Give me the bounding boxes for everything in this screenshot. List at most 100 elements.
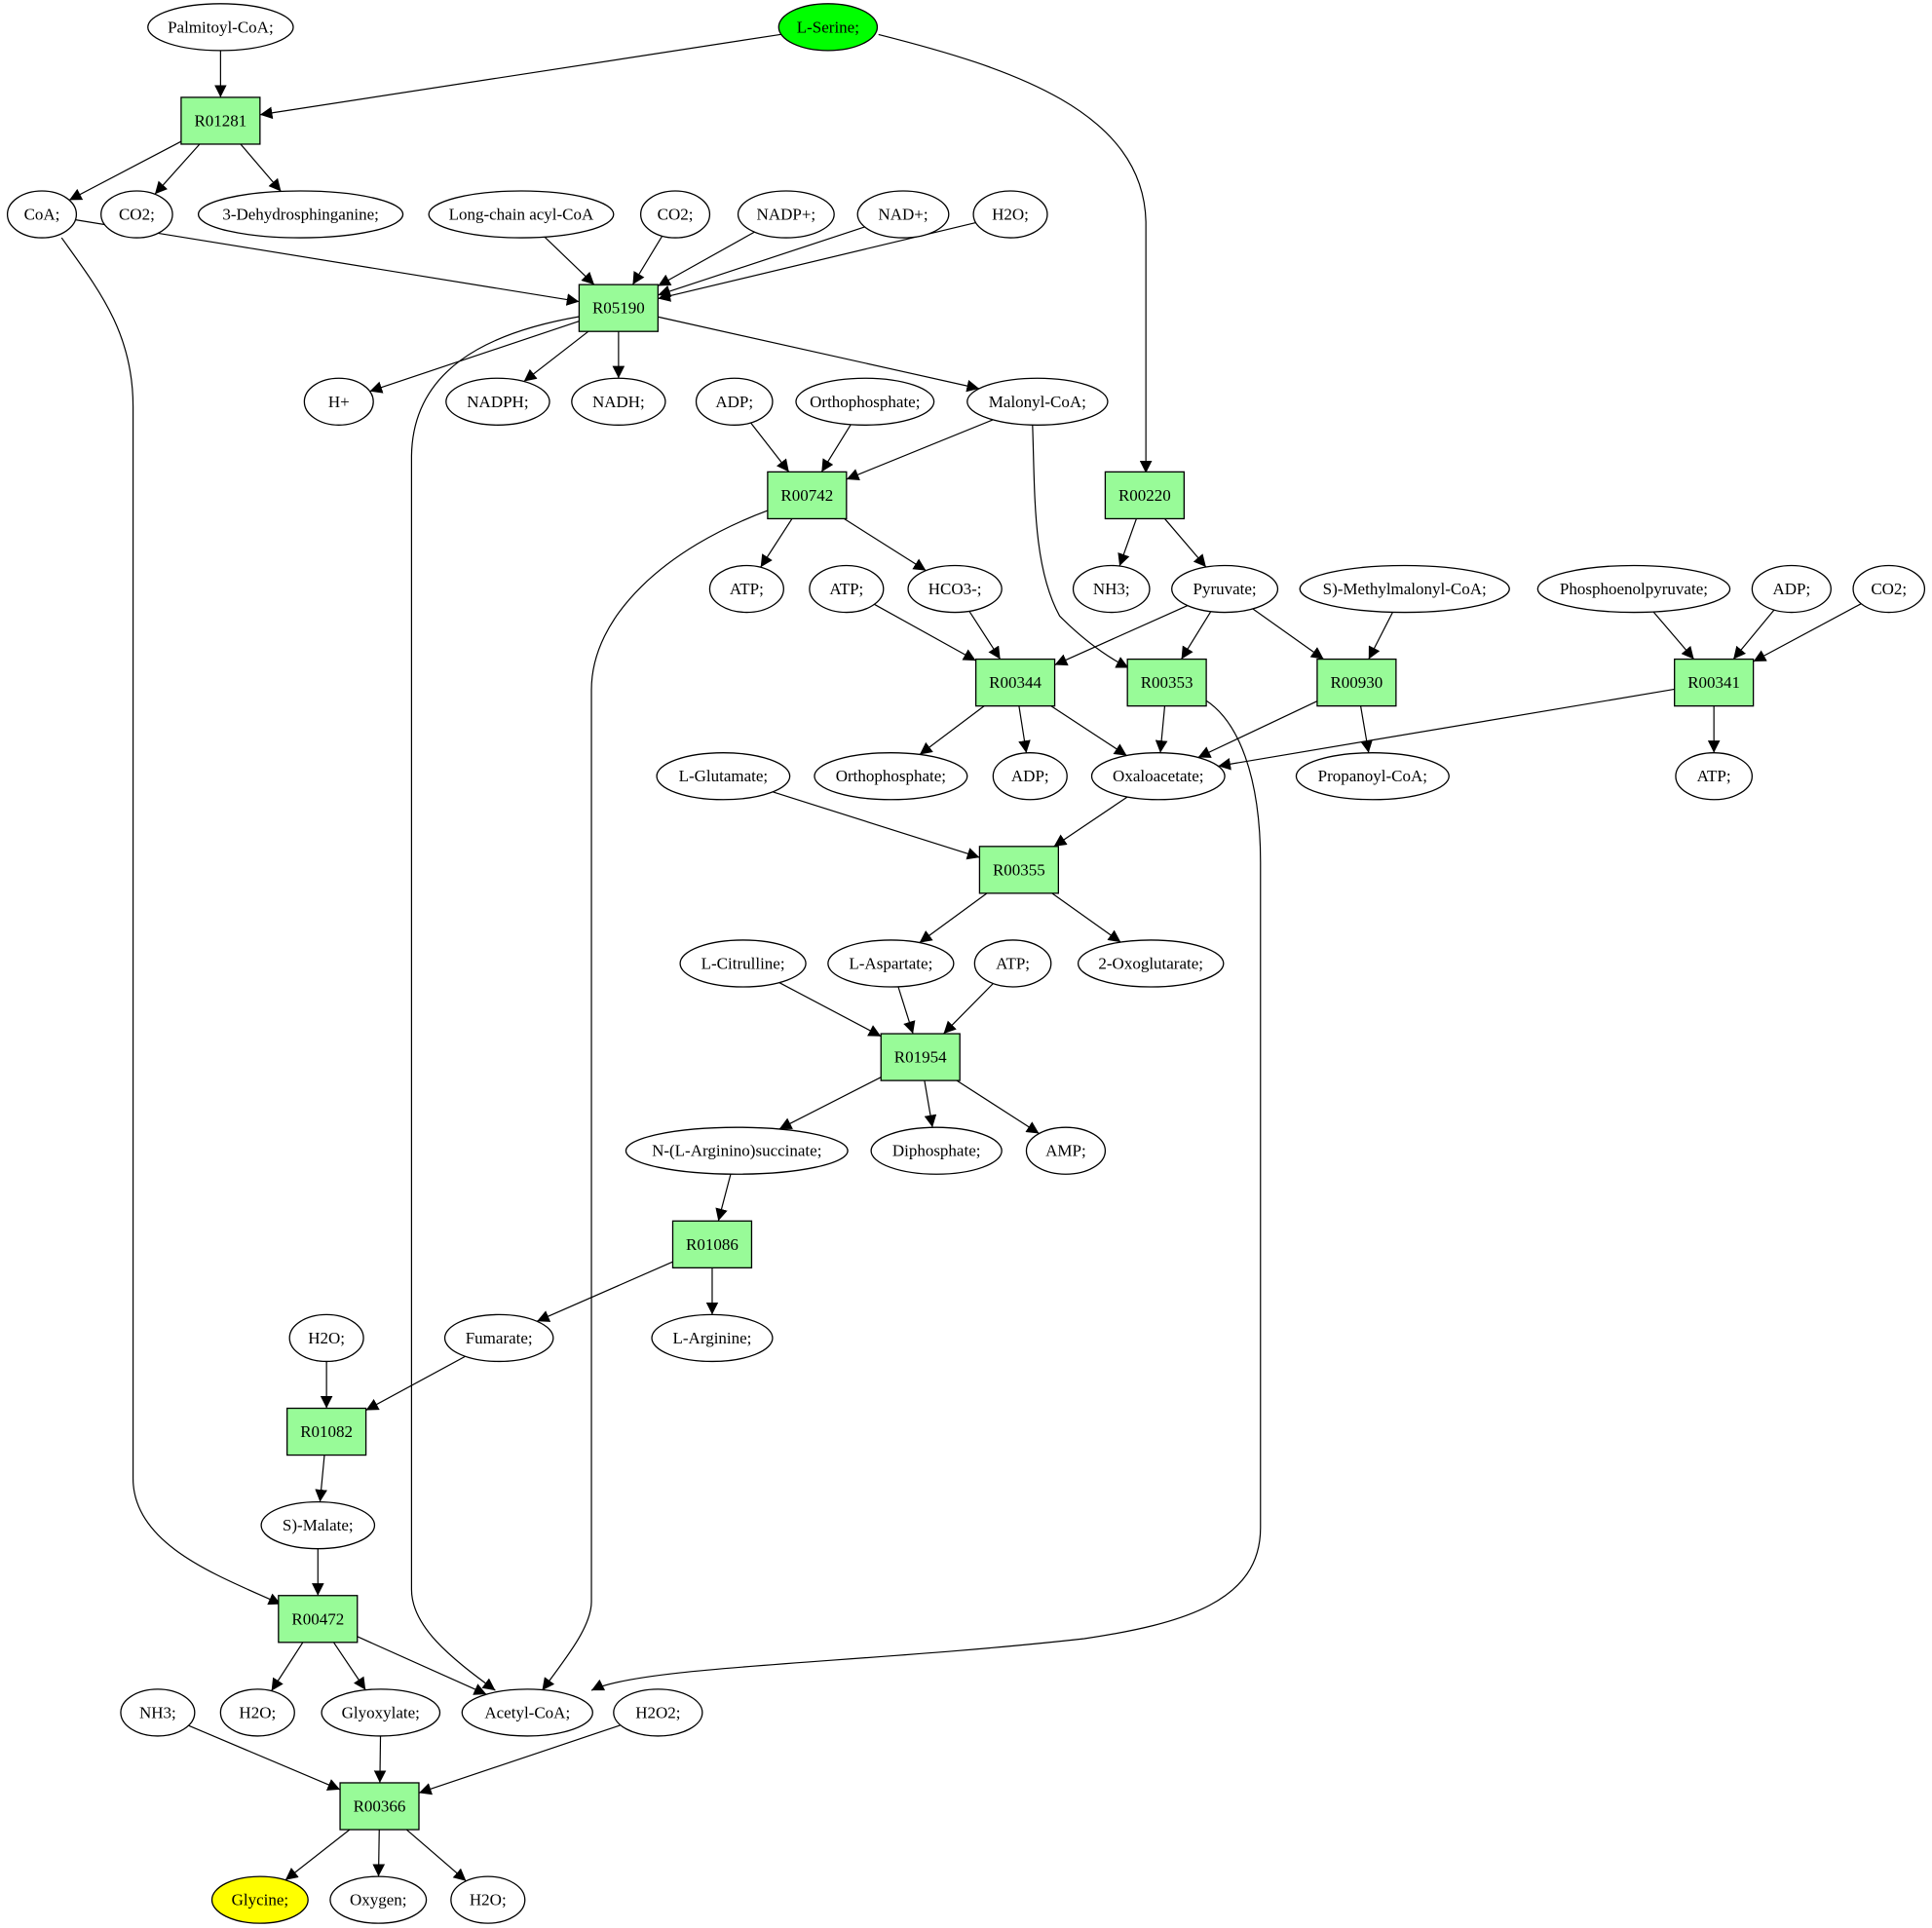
node-label: NAD+; <box>878 206 928 224</box>
node-label: R00355 <box>993 860 1045 879</box>
edge-r_R00472-to-m_glyoxylate <box>333 1643 365 1690</box>
node-label: H2O2; <box>635 1703 680 1721</box>
edge-r_R00366-to-m_h2o_d <box>406 1830 466 1881</box>
node-label: R00930 <box>1330 673 1383 692</box>
edge-r_R00220-to-m_pyruvate <box>1164 518 1205 567</box>
metabolite-ellipse <box>329 1875 428 1924</box>
node-label: R00742 <box>780 486 833 505</box>
node-label: ADP; <box>715 393 753 411</box>
edge-m_citrulline-to-r_R01954 <box>779 983 881 1037</box>
edge-m_nh3_b-to-r_R00366 <box>188 1725 340 1791</box>
metabolite-node-h2o2: H2O2; <box>613 1688 703 1737</box>
metabolite-node-longchain: Long-chain acyl-CoA <box>428 190 615 239</box>
node-label: NADH; <box>592 393 645 411</box>
metabolite-ellipse <box>695 377 774 426</box>
reaction-node-r00353: R00353 <box>1126 658 1207 707</box>
edge-r_R00742-to-m_atp_a <box>761 518 792 567</box>
node-label: R05190 <box>592 299 645 318</box>
metabolite-node-oxaloacetate: Oxaloacetate; <box>1090 752 1226 801</box>
reaction-node-r00344: R00344 <box>974 658 1056 707</box>
metabolite-ellipse <box>656 752 791 801</box>
node-label: L-Glutamate; <box>679 767 769 785</box>
metabolite-ellipse <box>1077 939 1225 988</box>
metabolite-node-aspartate: L-Aspartate; <box>827 939 955 988</box>
node-label: Phosphoenolpyruvate; <box>1560 580 1708 598</box>
edge-r_R05190-to-m_acetylcoa <box>411 317 579 1690</box>
metabolite-node-adp-c: ADP; <box>992 752 1068 801</box>
metabolite-ellipse <box>147 3 294 52</box>
reaction-box <box>1316 658 1397 707</box>
node-label: ATP; <box>730 580 764 598</box>
edge-m_oxaloacetate-to-r_R00355 <box>1054 797 1128 847</box>
reaction-box <box>578 284 659 332</box>
reaction-box <box>278 1595 359 1644</box>
node-label: Propanoyl-CoA; <box>1318 767 1427 785</box>
reaction-box <box>671 1220 753 1268</box>
reaction-box <box>978 846 1060 894</box>
metabolite-node-palmitoyl: Palmitoyl-CoA; <box>147 3 294 52</box>
metabolite-ellipse <box>679 939 807 988</box>
node-label: Long-chain acyl-CoA <box>449 206 594 224</box>
node-label: Glycine; <box>232 1891 289 1909</box>
metabolite-node-pep: Phosphoenolpyruvate; <box>1536 564 1731 614</box>
metabolite-ellipse <box>303 377 374 426</box>
reaction-node-r00341: R00341 <box>1674 658 1755 707</box>
edge-m_malonyl-to-r_R00353 <box>1033 425 1129 667</box>
node-label: R01082 <box>300 1422 353 1441</box>
metabolite-ellipse <box>1090 752 1226 801</box>
metabolite-node-malonyl: Malonyl-CoA; <box>966 377 1109 426</box>
metabolite-node-h2o-d: H2O; <box>450 1875 526 1924</box>
metabolite-node-co2-b: CO2; <box>639 190 711 239</box>
node-label: L-Arginine; <box>673 1329 752 1347</box>
metabolite-node-ortho-a: Orthophosphate; <box>795 377 935 426</box>
node-label: R00472 <box>291 1609 344 1628</box>
reaction-box <box>767 471 848 520</box>
metabolite-node-nadp: NADP+; <box>737 190 835 239</box>
node-label: R01281 <box>194 111 246 130</box>
metabolite-ellipse <box>708 564 784 614</box>
node-label: H2O; <box>239 1703 276 1721</box>
node-label: Malonyl-CoA; <box>989 393 1086 411</box>
target-metabolite-glycine: Glycine; <box>210 1875 309 1924</box>
edge-r_R00344-to-m_ortho_b <box>920 706 984 755</box>
edge-r_R01281-to-m_co2_a <box>155 144 200 194</box>
metabolite-ellipse <box>651 1313 774 1363</box>
edge-r_R00742-to-m_hco3 <box>844 518 926 570</box>
edge-r_R01954-to-m_amp <box>957 1080 1039 1133</box>
edge-r_R00355-to-m_oxoglutarate <box>1052 893 1121 942</box>
metabolite-node-atp-d: ATP; <box>973 939 1052 988</box>
metabolite-node-fumarate: Fumarate; <box>443 1313 554 1363</box>
edge-m_glyoxylate-to-r_R00366 <box>373 1736 387 1783</box>
metabolite-node-diphosphate: Diphosphate; <box>870 1126 1003 1175</box>
metabolite-node-oxoglutarate: 2-Oxoglutarate; <box>1077 939 1225 988</box>
node-label: ATP; <box>996 954 1030 972</box>
node-label: R00220 <box>1118 486 1171 505</box>
node-label: Oxygen; <box>350 1891 407 1909</box>
edge-m_nad-to-r_R05190 <box>658 227 864 297</box>
edge-m_longchain-to-r_R05190 <box>545 237 594 284</box>
node-label: ATP; <box>829 580 863 598</box>
metabolite-node-smethylmalonyl: S)-Methylmalonyl-CoA; <box>1299 564 1510 614</box>
edge-m_co2_b-to-r_R05190 <box>632 236 662 284</box>
node-label: Diphosphate; <box>892 1142 981 1160</box>
reaction-node-r00930: R00930 <box>1316 658 1397 707</box>
edge-m_co2_c-to-r_R00341 <box>1754 604 1862 662</box>
metabolite-node-pyruvate: Pyruvate; <box>1171 564 1279 614</box>
node-label: S)-Malate; <box>283 1516 354 1534</box>
node-label: NADPH; <box>467 393 528 411</box>
reaction-box <box>974 658 1056 707</box>
metabolite-ellipse <box>870 1126 1003 1175</box>
metabolite-ellipse <box>809 564 885 614</box>
metabolite-ellipse <box>1171 564 1279 614</box>
metabolite-node-adp-a: ADP; <box>695 377 774 426</box>
metabolite-node-atp-c: ATP; <box>1675 752 1754 801</box>
edge-m_aspartate-to-r_R01954 <box>898 987 916 1034</box>
edge-m_atp_b-to-r_R00344 <box>874 604 975 661</box>
metabolite-node-h2o-c: H2O; <box>219 1688 295 1737</box>
node-label: S)-Methylmalonyl-CoA; <box>1323 580 1487 598</box>
edge-r_R00220-to-m_nh3_a <box>1118 518 1136 566</box>
metabolite-ellipse <box>1751 564 1832 614</box>
node-label: 2-Oxoglutarate; <box>1098 954 1203 972</box>
edge-r_R00344-to-m_adp_c <box>1019 706 1031 753</box>
metabolite-node-arginine: L-Arginine; <box>651 1313 774 1363</box>
